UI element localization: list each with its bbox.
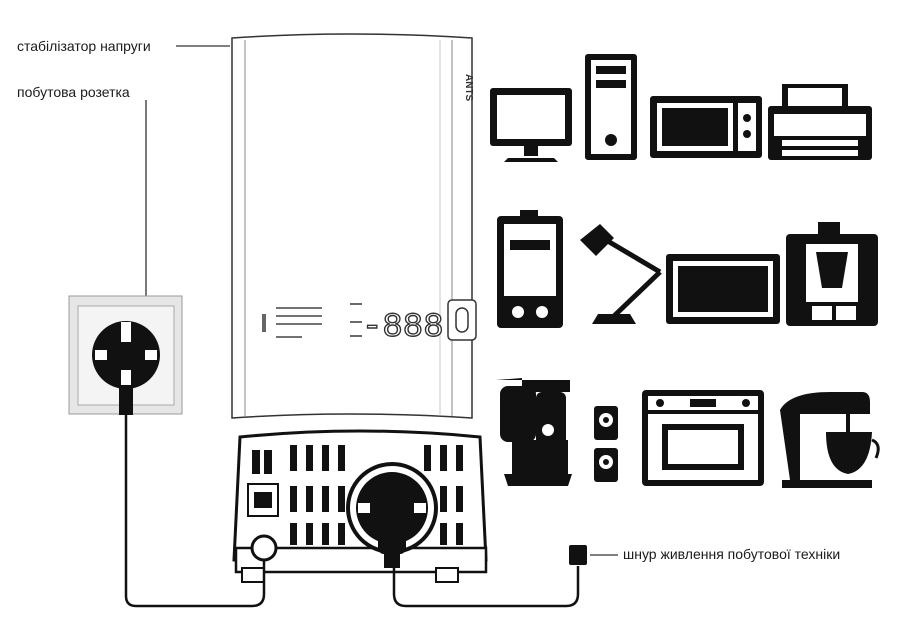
speakers-icon — [594, 406, 618, 482]
output-plug — [378, 474, 406, 554]
desk-lamp-icon — [580, 224, 662, 324]
monitor-icon — [490, 88, 572, 162]
input-cable — [124, 414, 266, 608]
stabilizer-bottom — [232, 429, 488, 583]
stabilizer-label: стабілізатор напруги — [17, 38, 151, 54]
appliance-plug — [569, 545, 587, 565]
display-readout: -888 — [362, 309, 444, 347]
pc-tower-icon — [585, 54, 637, 160]
wall-socket — [68, 295, 183, 415]
plug-neck — [119, 385, 133, 415]
coffee-machine-icon — [786, 222, 878, 326]
meat-grinder-icon — [496, 378, 572, 486]
display-panel — [262, 303, 362, 338]
power-cord-label: шнур живлення побутової техніки — [623, 546, 841, 562]
stand-mixer-icon — [780, 392, 880, 488]
microwave-icon — [650, 96, 762, 158]
printer-icon — [768, 84, 872, 160]
stabilizer-front: ANTS -888 — [231, 33, 477, 419]
input-cable-gland — [250, 534, 278, 562]
tv-icon — [666, 254, 780, 324]
oven-icon — [642, 390, 764, 486]
output-cable — [392, 566, 580, 608]
vent-slots — [252, 445, 463, 545]
water-heater-icon — [497, 210, 563, 328]
brand-logo: ANTS — [463, 74, 474, 102]
household-socket-label: побутова розетка — [17, 84, 130, 100]
